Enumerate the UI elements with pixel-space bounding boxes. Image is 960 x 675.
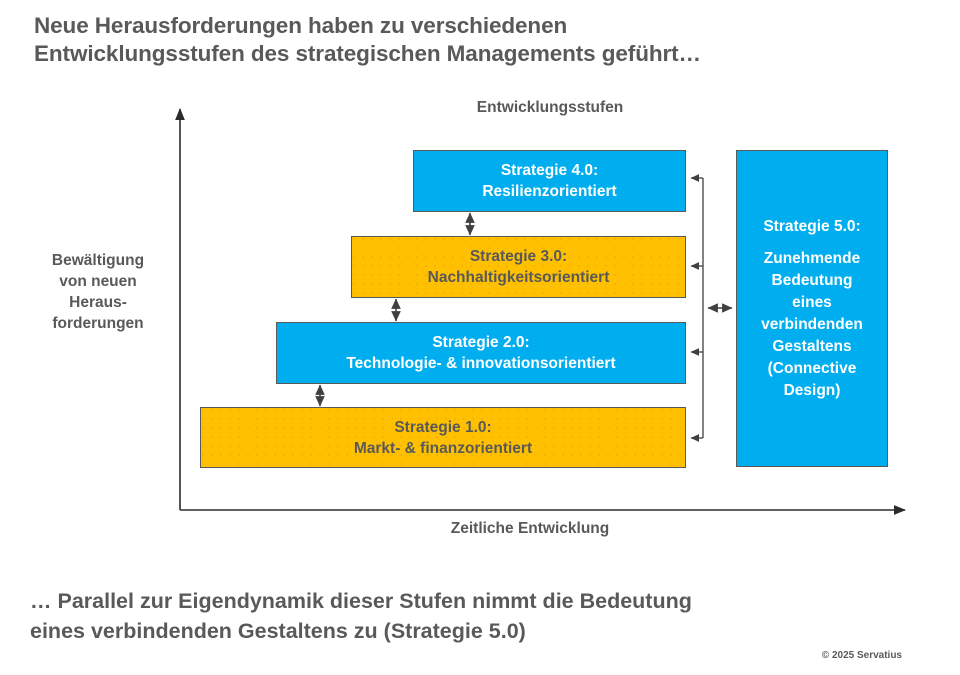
stage-box-strategie-4[interactable]: Strategie 4.0: Resilienzorientiert (413, 150, 686, 212)
stage-4-subtitle: Resilienzorientiert (482, 183, 617, 200)
footer-caption-line-2: eines verbindenden Gestaltens zu (Strate… (30, 619, 526, 643)
page-title-line-1: Neue Herausforderungen haben zu verschie… (34, 13, 568, 38)
stage-1-title: Strategie 1.0: (394, 418, 492, 436)
stage-5-body-line-3: eines (792, 293, 832, 311)
stage-5-body-line-4: verbindenden (761, 315, 863, 333)
stage-4-title: Strategie 4.0: (500, 162, 599, 179)
stage-5-body-line-6: (Connective (767, 359, 857, 377)
axis-label-y: Bewältigung von neuen Heraus- forderunge… (18, 250, 178, 334)
stage-box-strategie-1[interactable]: Strategie 1.0: Markt- & finanzorientiert (200, 407, 686, 468)
diagram-axes-and-connectors (175, 108, 906, 515)
stage-5-body-line-1: Zunehmende (763, 249, 861, 267)
axis-label-x: Zeitliche Entwicklung (450, 520, 610, 537)
stage-5-body-line-5: Gestaltens (772, 337, 852, 355)
axis-label-top: Entwicklungsstufen (476, 99, 624, 116)
stage-1-subtitle: Markt- & finanzorientiert (353, 439, 533, 457)
stage-2-subtitle: Technologie- & innovationsorientiert (346, 355, 616, 372)
stage-3-subtitle: Nachhaltigkeitsorientiert (427, 269, 610, 286)
stage-box-strategie-2[interactable]: Strategie 2.0: Technologie- & innovation… (276, 322, 686, 384)
footer-caption: … Parallel zur Eigendynamik dieser Stufe… (30, 586, 930, 646)
strategy-evolution-diagram: Entwicklungsstufen Bewältigung von neuen… (0, 90, 960, 560)
axis-label-y-line-3: Heraus- (69, 294, 127, 311)
axis-label-y-line-1: Bewältigung (51, 252, 145, 269)
axis-label-y-line-2: von neuen (59, 273, 137, 290)
stage-5-title: Strategie 5.0: (763, 217, 861, 235)
page-title: Neue Herausforderungen haben zu verschie… (34, 12, 924, 68)
page-title-line-2: Entwicklungsstufen des strategischen Man… (34, 41, 701, 66)
stage-5-body-line-2: Bedeutung (771, 271, 853, 289)
stage-box-strategie-3[interactable]: Strategie 3.0: Nachhaltigkeitsorientiert (351, 236, 686, 298)
axis-label-y-line-4: forderungen (52, 315, 144, 332)
stage-5-body-line-7: Design) (783, 381, 841, 399)
stage-3-title: Strategie 3.0: (469, 248, 568, 265)
stage-2-title: Strategie 2.0: (432, 334, 530, 351)
stage-box-strategie-5[interactable]: Strategie 5.0: Zunehmende Bedeutung eine… (736, 150, 888, 467)
footer-caption-line-1: … Parallel zur Eigendynamik dieser Stufe… (30, 589, 692, 613)
copyright-notice: © 2025 Servatius (821, 650, 902, 661)
